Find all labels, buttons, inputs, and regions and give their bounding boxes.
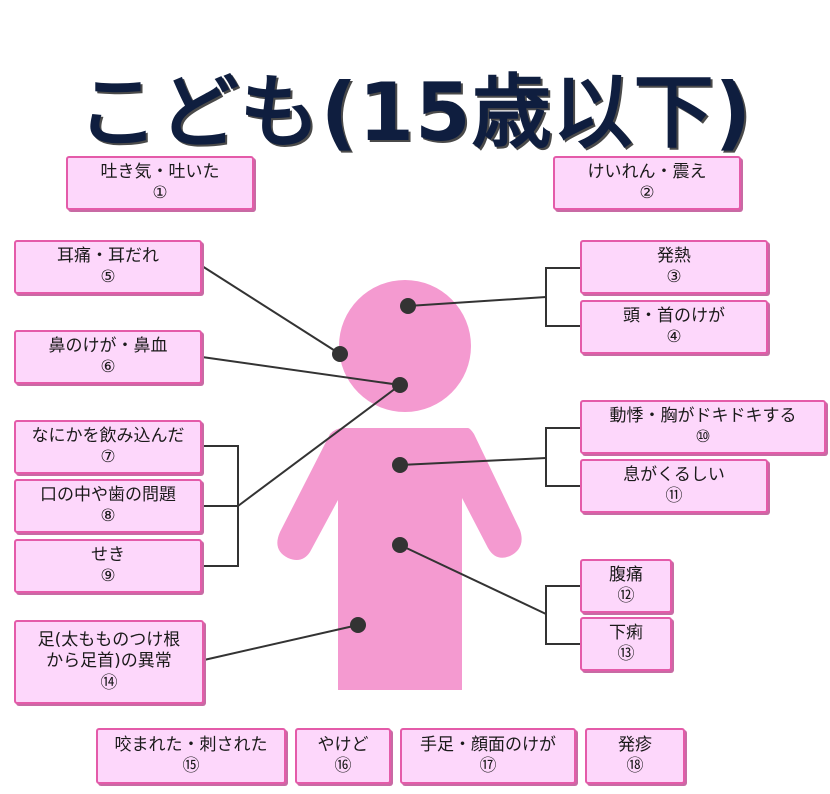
symptom-number: ⑰ <box>479 756 497 776</box>
symptom-number: ④ <box>666 327 682 347</box>
symptom-number: ⑱ <box>626 756 644 776</box>
dot-ear <box>332 346 348 362</box>
symptom-number: ⑭ <box>100 672 118 693</box>
dot-head <box>400 298 416 314</box>
symptom-burn-button[interactable]: やけど ⑯ <box>295 728 391 784</box>
symptom-mouth-teeth-button[interactable]: 口の中や歯の問題 ⑧ <box>14 479 202 533</box>
symptom-label: 手足・顔面のけが <box>420 734 556 755</box>
symptom-nausea-button[interactable]: 吐き気・吐いた ① <box>66 156 254 210</box>
symptom-label: なにかを飲み込んだ <box>31 425 185 446</box>
symptom-stomachache-button[interactable]: 腹痛 ⑫ <box>580 559 672 613</box>
symptom-label: せき <box>91 544 125 565</box>
symptom-label: やけど <box>317 734 369 755</box>
dot-abdomen <box>392 537 408 553</box>
symptom-number: ⑩ <box>695 427 711 447</box>
symptom-label: 腹痛 <box>609 564 643 585</box>
symptom-label: 咬まれた・刺された <box>114 734 268 755</box>
symptom-number: ⑨ <box>100 566 116 586</box>
symptom-seizure-button[interactable]: けいれん・震え ② <box>553 156 741 210</box>
symptom-label: 頭・首のけが <box>623 305 725 326</box>
symptom-label: 動悸・胸がドキドキする <box>609 405 797 426</box>
symptom-palpitations-button[interactable]: 動悸・胸がドキドキする ⑩ <box>580 400 826 454</box>
symptom-number: ⑧ <box>100 506 116 526</box>
symptom-breathing-button[interactable]: 息がくるしい ⑪ <box>580 459 768 513</box>
symptom-head-neck-injury-button[interactable]: 頭・首のけが ④ <box>580 300 768 354</box>
symptom-number: ⑯ <box>334 756 352 776</box>
symptom-label: 口の中や歯の問題 <box>40 484 176 505</box>
symptom-number: ⑥ <box>100 357 116 377</box>
symptom-label: 下痢 <box>609 622 643 643</box>
symptom-label: 発疹 <box>618 734 652 755</box>
symptom-earache-button[interactable]: 耳痛・耳だれ ⑤ <box>14 240 202 294</box>
symptom-leg-abnormality-button[interactable]: 足(太もものつけ根 から足首)の異常 ⑭ <box>14 620 204 704</box>
symptom-label: 足(太もものつけ根 から足首)の異常 <box>37 630 181 672</box>
figure-head <box>339 280 471 412</box>
symptom-swallowed-object-button[interactable]: なにかを飲み込んだ ⑦ <box>14 420 202 474</box>
symptom-number: ⑤ <box>100 267 116 287</box>
symptom-number: ⑦ <box>100 447 116 467</box>
symptom-label: 鼻のけが・鼻血 <box>48 335 168 356</box>
symptom-number: ⑫ <box>617 586 635 606</box>
symptom-fever-button[interactable]: 発熱 ③ <box>580 240 768 294</box>
symptom-number: ① <box>152 183 168 203</box>
dot-leg <box>350 617 366 633</box>
symptom-label: 発熱 <box>657 245 691 266</box>
symptom-number: ② <box>639 183 655 203</box>
symptom-nose-injury-button[interactable]: 鼻のけが・鼻血 ⑥ <box>14 330 202 384</box>
figure-right-leg <box>410 560 462 688</box>
symptom-rash-button[interactable]: 発疹 ⑱ <box>585 728 685 784</box>
page-title: こども(15歳以下) <box>77 66 753 159</box>
symptom-label: 耳痛・耳だれ <box>57 245 159 266</box>
symptom-label: 吐き気・吐いた <box>100 161 220 182</box>
symptom-number: ⑪ <box>665 486 683 506</box>
symptom-limb-face-injury-button[interactable]: 手足・顔面のけが ⑰ <box>400 728 576 784</box>
dot-mouth <box>392 377 408 393</box>
symptom-diarrhea-button[interactable]: 下痢 ⑬ <box>580 617 672 671</box>
symptom-number: ⑬ <box>617 644 635 664</box>
symptom-bite-sting-button[interactable]: 咬まれた・刺された ⑮ <box>96 728 286 784</box>
symptom-label: けいれん・震え <box>587 161 707 182</box>
symptom-number: ③ <box>666 267 682 287</box>
dot-chest <box>392 457 408 473</box>
symptom-number: ⑮ <box>182 756 200 776</box>
symptom-cough-button[interactable]: せき ⑨ <box>14 539 202 593</box>
symptom-label: 息がくるしい <box>623 464 725 485</box>
